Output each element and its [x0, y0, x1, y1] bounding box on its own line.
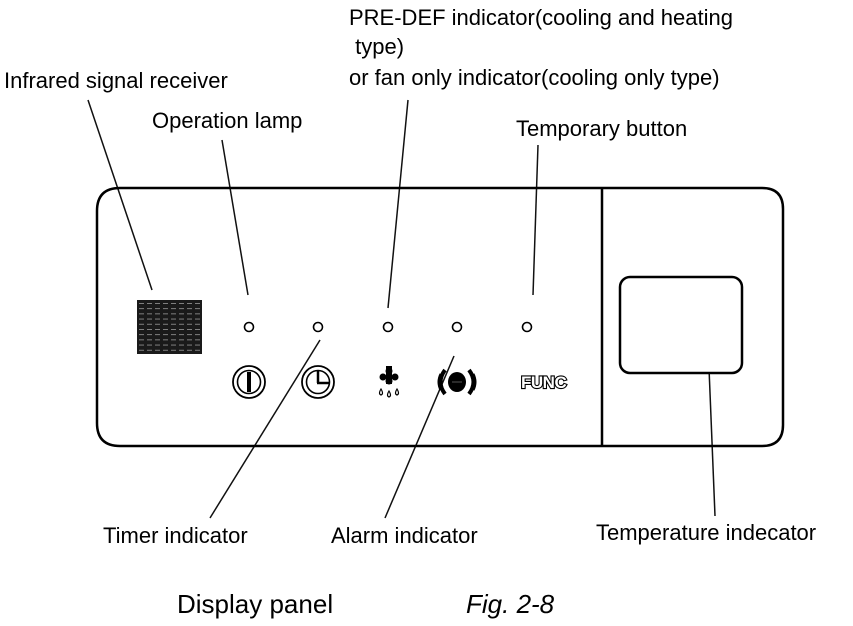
- figure-caption: Display panel: [177, 589, 333, 619]
- label-temporary-button: Temporary button: [516, 116, 687, 141]
- label-pre-def-line3: or fan only indicator(cooling only type): [349, 65, 720, 90]
- pre-def-indicator-led: [382, 321, 394, 333]
- alarm-indicator-led: [451, 321, 463, 333]
- alarm-icon: [437, 368, 477, 396]
- leader-temporary-button: [532, 144, 539, 296]
- timer-clock-icon: [301, 365, 335, 399]
- label-pre-def-line2: type): [349, 34, 404, 59]
- figure-number: Fig. 2-8: [466, 589, 555, 619]
- panel-body: [95, 186, 785, 448]
- leader-temperature: [708, 367, 716, 517]
- func-label: FUNC: [521, 373, 566, 392]
- leader-infrared: [87, 99, 153, 291]
- power-icon: [232, 365, 266, 399]
- label-pre-def-line1: PRE-DEF indicator(cooling and heating: [349, 5, 733, 30]
- infrared-receiver-window: [137, 300, 202, 354]
- label-timer-indicator: Timer indicator: [103, 523, 248, 548]
- label-temperature-indicator: Temperature indecator: [596, 520, 816, 545]
- defrost-icon: [378, 366, 400, 398]
- leader-timer: [209, 339, 321, 519]
- temporary-button-led: [521, 321, 533, 333]
- label-operation-lamp: Operation lamp: [152, 108, 302, 133]
- leader-pre-def: [387, 99, 409, 309]
- timer-indicator-led: [312, 321, 324, 333]
- label-infrared-signal-receiver: Infrared signal receiver: [4, 68, 228, 93]
- operation-lamp-led: [243, 321, 255, 333]
- leader-operation-lamp: [221, 139, 249, 296]
- temperature-display-window: [618, 275, 744, 375]
- label-alarm-indicator: Alarm indicator: [331, 523, 478, 548]
